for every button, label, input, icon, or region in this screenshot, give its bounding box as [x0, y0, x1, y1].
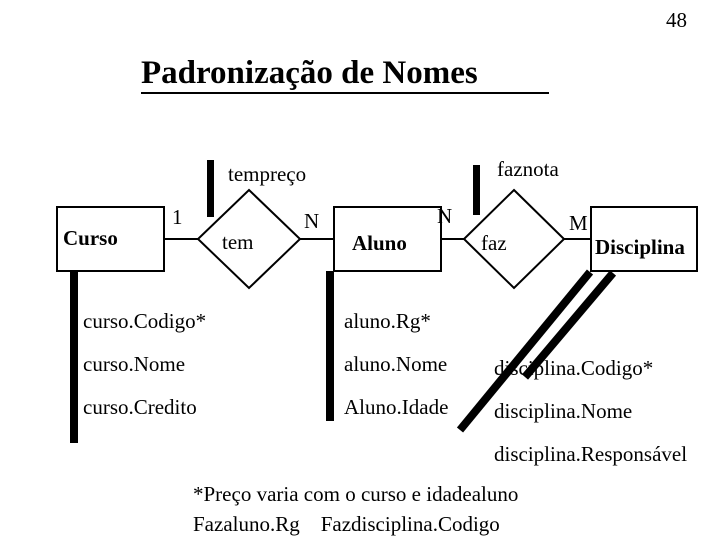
attribute-curso-nome: curso.Nome [83, 352, 186, 376]
cardinality-tem-aluno: N [304, 209, 320, 233]
relationship-attribute-faznota: faznota [497, 157, 559, 181]
attribute-bar-disciplina [456, 269, 594, 433]
attribute-bar-faz [521, 270, 617, 380]
entity-box-aluno [333, 206, 442, 272]
relationship-diamond-faz [462, 188, 566, 290]
attribute-disciplina-codigo: disciplina.Codigo* [494, 356, 654, 380]
attribute-aluno-idade: Aluno.Idade [344, 395, 449, 419]
attribute-curso-credito: curso.Credito [83, 395, 197, 419]
entity-box-curso [56, 206, 165, 272]
slide-title: Padronização de Nomes [141, 55, 478, 91]
entity-label-curso: Curso [63, 226, 118, 250]
cardinality-aluno-faz: N [437, 204, 453, 228]
relationship-label-faz: faz [481, 231, 507, 255]
note-line-2: Fazaluno.Rg Fazdisciplina.Codigo [193, 512, 500, 536]
note-line-1: *Preço varia com o curso e idadealuno [193, 482, 519, 506]
relationship-label-tem: tem [222, 230, 254, 254]
attribute-bar-tempreco [207, 160, 214, 217]
attribute-bar-aluno [326, 271, 334, 421]
relationship-diamond-tem [196, 188, 302, 290]
attribute-bar-curso [70, 271, 78, 443]
attribute-aluno-rg: aluno.Rg* [344, 309, 431, 333]
attribute-aluno-nome: aluno.Nome [344, 352, 448, 376]
attribute-disciplina-nome: disciplina.Nome [494, 399, 633, 423]
attribute-bar-faznota [473, 165, 480, 215]
page-number: 48 [666, 8, 687, 32]
entity-label-disciplina: Disciplina [595, 235, 685, 259]
entity-label-aluno: Aluno [352, 231, 407, 255]
entity-box-disciplina [590, 206, 698, 272]
attribute-curso-codigo: curso.Codigo* [83, 309, 207, 333]
cardinality-faz-disciplina: M [569, 211, 588, 235]
attribute-disciplina-responsavel: disciplina.Responsável [494, 442, 688, 466]
cardinality-curso-tem: 1 [172, 205, 183, 229]
relationship-attribute-tempreco: tempreço [228, 162, 307, 186]
